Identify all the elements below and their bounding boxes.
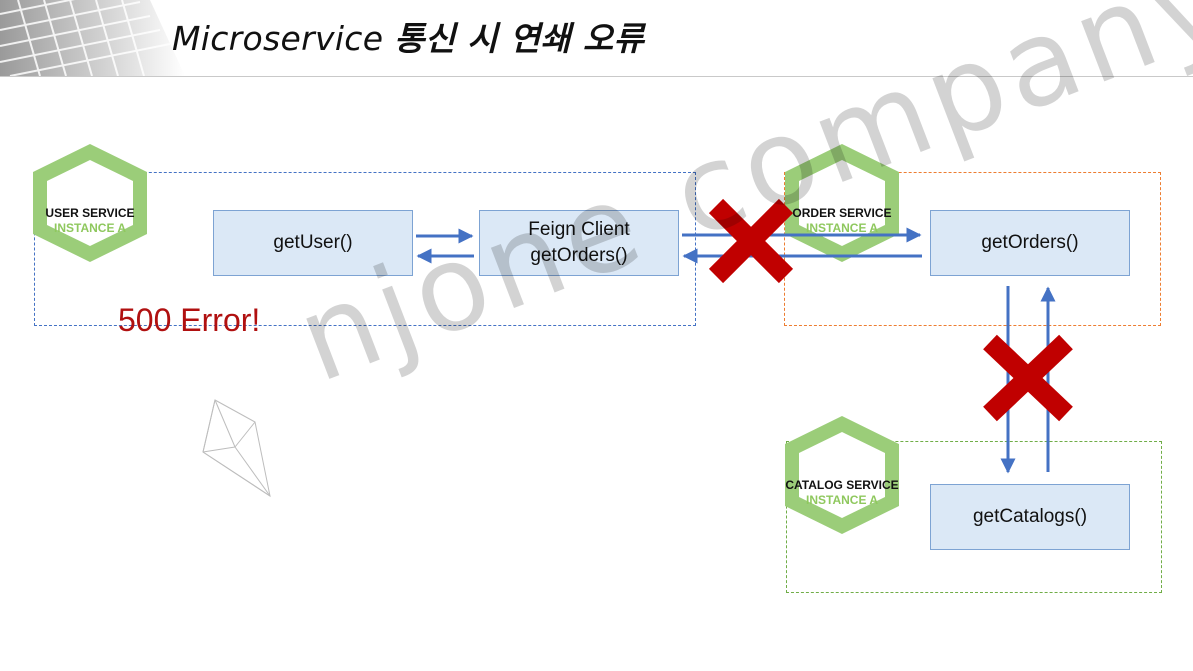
page-title: Microservice 통신 시 연쇄 오류 xyxy=(172,12,644,60)
user-service-name: USER SERVICE xyxy=(45,206,135,220)
get-catalogs-label: getCatalogs() xyxy=(972,506,1088,527)
laptop-keyboard-icon xyxy=(0,0,185,76)
hexagon-icon xyxy=(33,144,147,262)
get-catalogs-box: getCatalogs() xyxy=(930,484,1130,550)
title-latin: Microservice xyxy=(172,19,384,58)
order-get-orders-label: getOrders() xyxy=(981,232,1079,253)
feign-client-label: Feign Client xyxy=(528,219,630,240)
feign-get-orders-label: getOrders() xyxy=(530,245,628,266)
hexagon-icon xyxy=(785,144,899,262)
catalog-service-instance: INSTANCE A xyxy=(806,493,878,507)
get-user-label: getUser() xyxy=(273,232,353,253)
user-service-instance: INSTANCE A xyxy=(54,221,126,235)
order-service-badge: ORDER SERVICE INSTANCE A xyxy=(779,140,905,266)
catalog-service-badge: CATALOG SERVICE INSTANCE A xyxy=(779,412,905,538)
title-korean: 통신 시 연쇄 오류 xyxy=(394,19,645,58)
red-x-icon xyxy=(708,198,794,284)
user-service-badge: USER SERVICE INSTANCE A xyxy=(27,140,153,266)
catalog-service-group xyxy=(786,441,1162,593)
order-get-orders-box: getOrders() xyxy=(930,210,1130,276)
order-service-name: ORDER SERVICE xyxy=(792,206,892,220)
error-label: 500 Error! xyxy=(118,302,261,338)
catalog-service-name: CATALOG SERVICE xyxy=(785,478,899,492)
red-x-icon xyxy=(983,334,1073,422)
feign-client-box: Feign Client getOrders() xyxy=(479,210,679,276)
order-service-instance: INSTANCE A xyxy=(806,221,878,235)
get-user-box: getUser() xyxy=(213,210,413,276)
hexagon-icon xyxy=(785,416,899,534)
polygon-logo-icon xyxy=(202,399,271,498)
slide-header: Microservice 통신 시 연쇄 오류 xyxy=(0,0,1193,77)
